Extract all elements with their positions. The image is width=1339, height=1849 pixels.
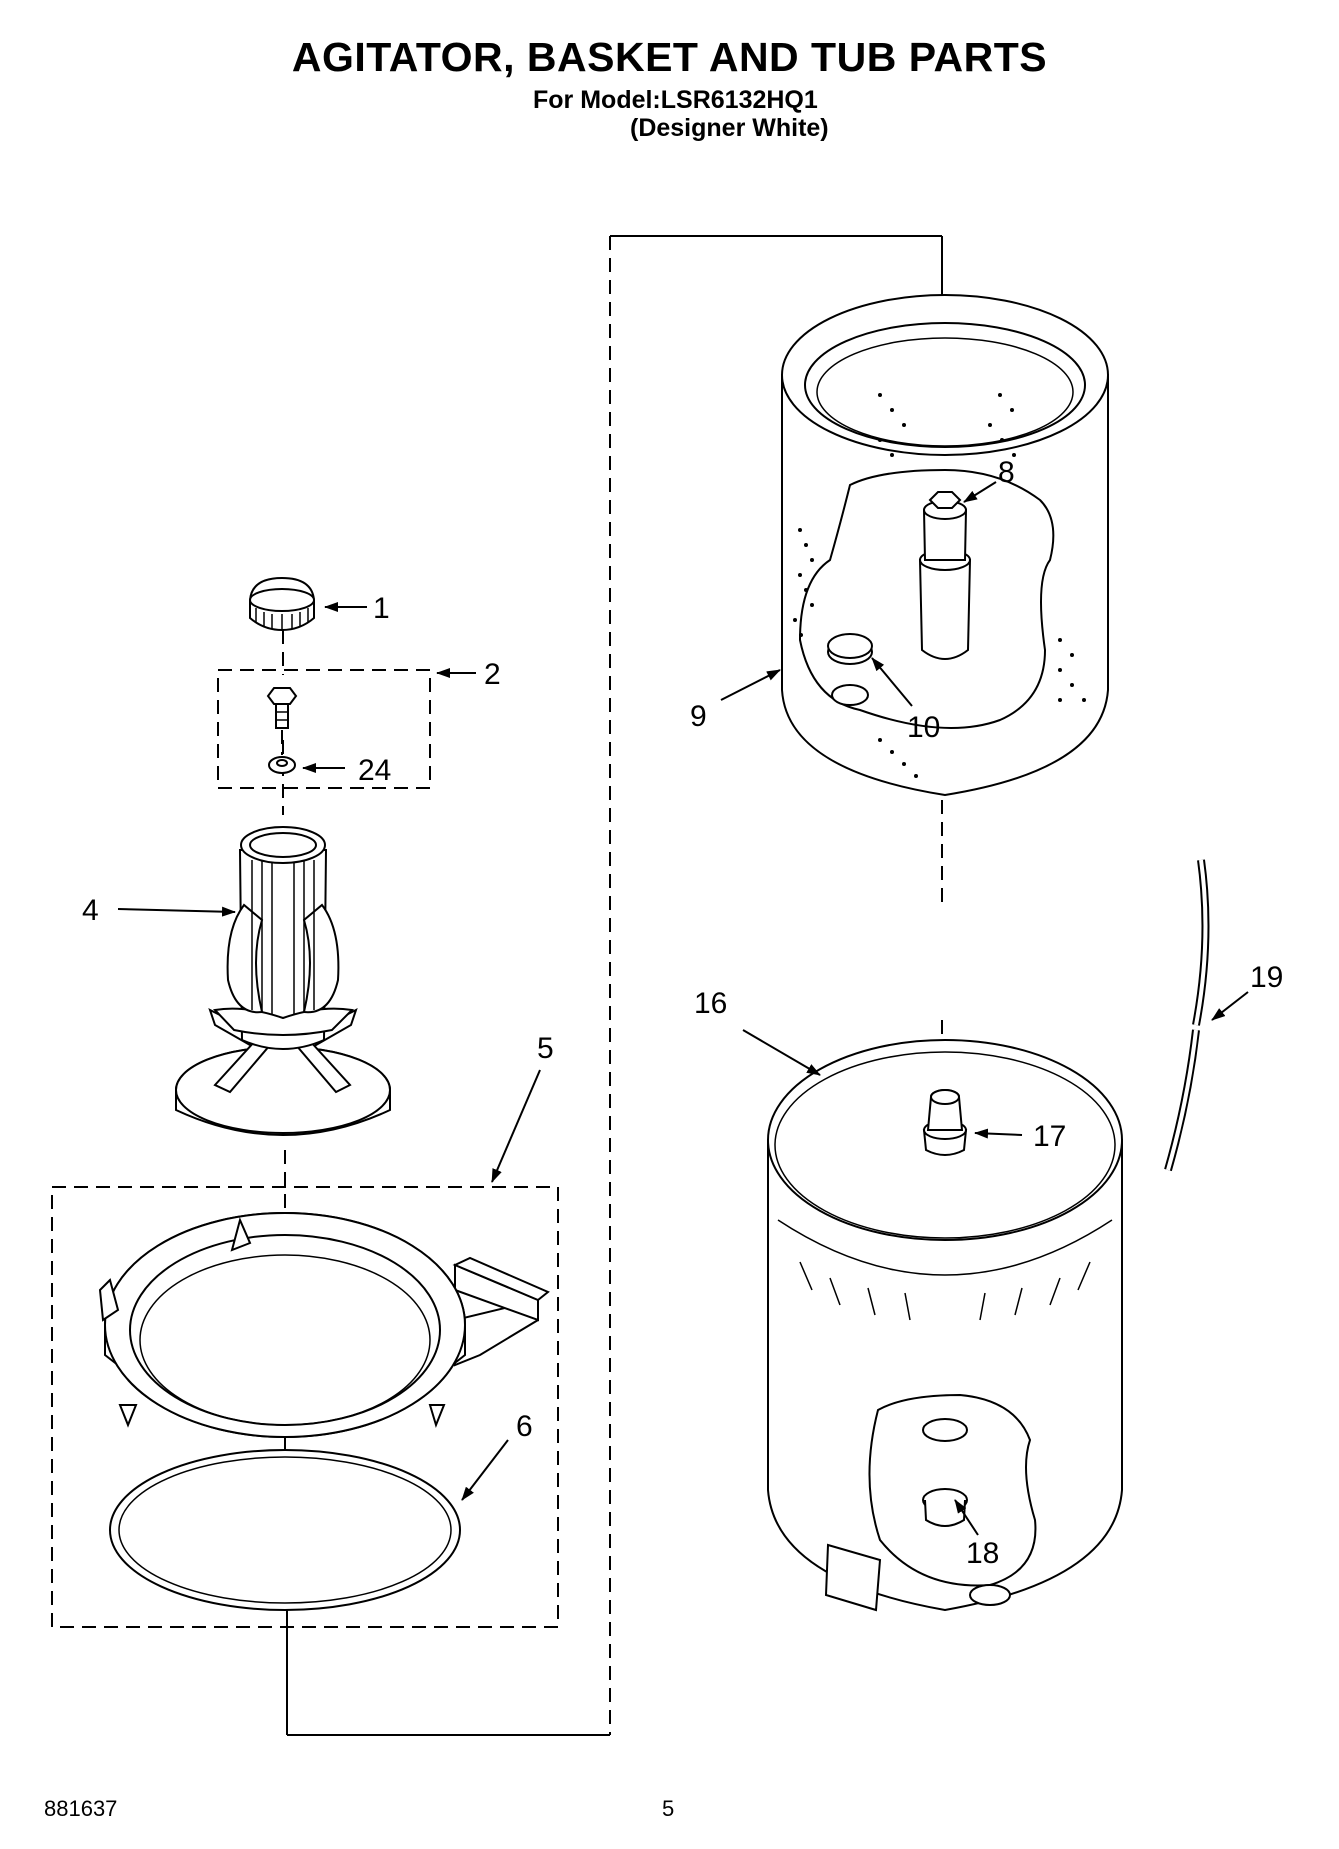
part-5-tub-ring	[98, 1212, 550, 1483]
document-number: 881637	[44, 1796, 118, 1821]
page-number: 5	[662, 1796, 675, 1821]
callout-10: 10	[907, 711, 940, 744]
part-16-outer-tub	[767, 1039, 1123, 1612]
callout-24: 24	[358, 754, 391, 787]
basket-perforations	[793, 393, 1086, 778]
part-2-fastener-group	[217, 669, 431, 789]
callout-4: 4	[82, 894, 99, 927]
callout-1: 1	[373, 592, 390, 625]
part-19-hose	[1164, 859, 1210, 1172]
callout-18: 18	[966, 1537, 999, 1570]
model-line: For Model:LSR6132HQ1	[533, 86, 818, 114]
callout-19: 19	[1250, 961, 1283, 994]
callout-8: 8	[998, 456, 1015, 489]
part-1-agitator-cap	[249, 576, 315, 632]
variant-line: (Designer White)	[630, 114, 829, 142]
part-5-tub-ring-group	[51, 1186, 559, 1628]
callout-arrows	[117, 481, 1249, 1536]
callout-2: 2	[484, 658, 501, 691]
page-title: AGITATOR, BASKET AND TUB PARTS	[291, 34, 1048, 80]
callout-6: 6	[516, 1410, 533, 1443]
callout-9: 9	[690, 700, 707, 733]
callout-5: 5	[537, 1032, 554, 1065]
part-4-agitator	[175, 826, 391, 1136]
assembly-connection-line	[286, 235, 943, 1736]
part-9-basket	[781, 294, 1109, 797]
callout-16: 16	[694, 987, 727, 1020]
part-6-seal-ring	[109, 1449, 461, 1611]
callout-17: 17	[1033, 1120, 1066, 1153]
